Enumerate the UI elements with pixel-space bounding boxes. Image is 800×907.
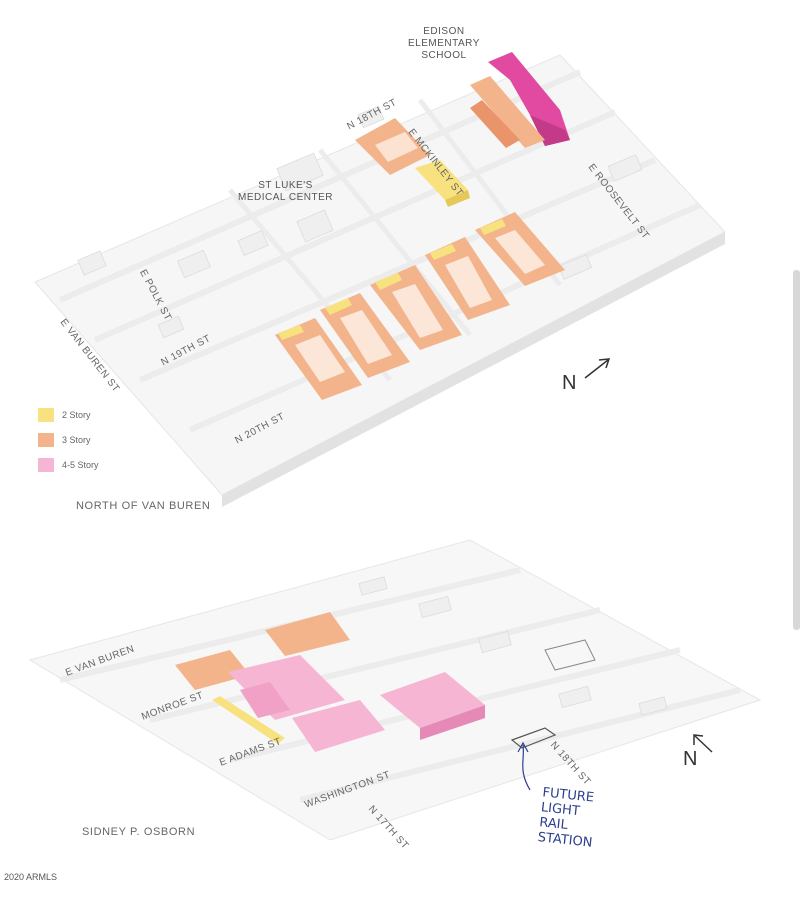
south-buildings <box>175 612 557 791</box>
school-label-line3: SCHOOL <box>421 50 467 61</box>
caption-north-of-van-buren: NORTH OF VAN BUREN <box>76 500 211 512</box>
building-3-story-van-buren <box>175 612 350 690</box>
north-indicator-bottom: N <box>683 748 698 770</box>
medical-label-line1: ST LUKE'S <box>258 180 313 191</box>
legend-swatch-2-story <box>38 407 54 422</box>
copyright-text: 2020 ARMLS <box>4 872 58 882</box>
legend-swatch-3-story <box>38 432 54 447</box>
school-label-line2: ELEMENTARY <box>408 38 480 49</box>
light-rail-station-marker <box>510 727 557 749</box>
building-2-story-monroe <box>212 696 285 744</box>
legend-label-2-story: 2 Story <box>62 409 91 420</box>
building-block-row <box>275 212 565 400</box>
school-label: EDISON ELEMENTARY SCHOOL <box>408 26 480 62</box>
compass-arrow-top <box>584 358 611 379</box>
north-indicator-top: N <box>562 372 577 394</box>
building-2-story-mckinley <box>415 160 470 207</box>
handwritten-light-rail-note: FUTURE LIGHT RAIL STATION <box>537 785 598 850</box>
legend-item-3-story: 3 Story <box>38 427 99 452</box>
north-buildings <box>275 52 570 400</box>
scrollbar[interactable] <box>793 270 800 630</box>
story-legend: 2 Story 3 Story 4-5 Story <box>38 402 99 477</box>
building-4-5-story-school <box>488 52 570 146</box>
legend-label-3-story: 3 Story <box>62 434 91 445</box>
caption-sidney-p-osborn: SIDNEY P. OSBORN <box>82 826 196 838</box>
medical-center-label: ST LUKE'S MEDICAL CENTER <box>238 180 333 204</box>
building-4-5-story-monroe <box>228 655 485 752</box>
legend-label-4-5-story: 4-5 Story <box>62 459 99 470</box>
medical-label-line2: MEDICAL CENTER <box>238 192 333 203</box>
legend-item-4-5-story: 4-5 Story <box>38 452 99 477</box>
legend-item-2-story: 2 Story <box>38 402 99 427</box>
building-3-story-mckinley <box>355 118 430 175</box>
building-3-story-school-block <box>470 76 545 148</box>
legend-swatch-4-5-story <box>38 457 54 472</box>
compass-arrow-bottom <box>693 734 713 753</box>
school-label-line1: EDISON <box>423 26 465 37</box>
